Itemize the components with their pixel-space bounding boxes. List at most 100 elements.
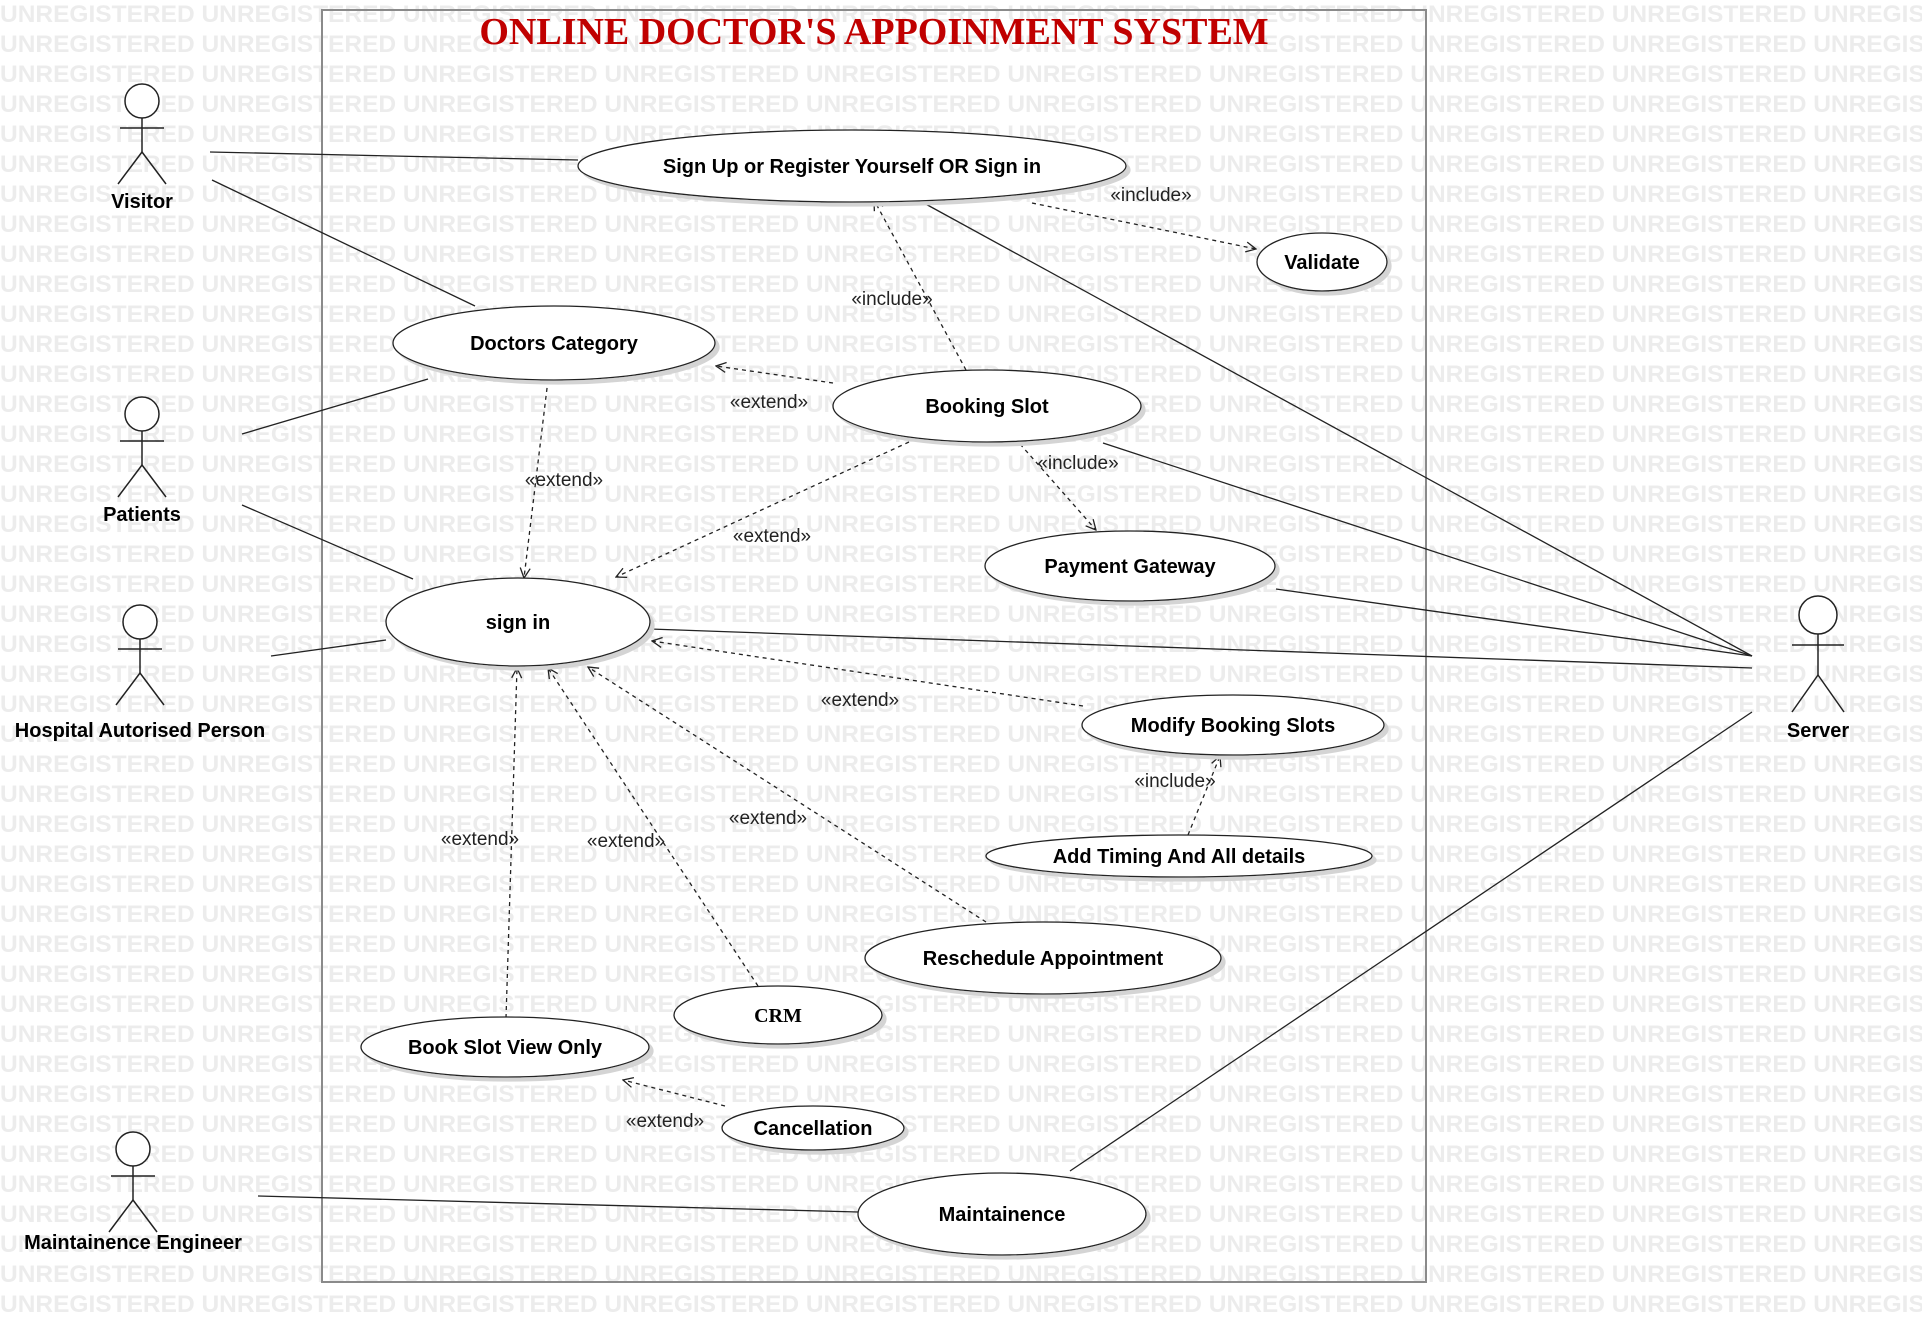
actors: Visitor Patients Hospital Autorised Pers… [15,83,1849,1254]
dep-add-modify [1187,756,1220,836]
label-extend-category-signin: «extend» [525,470,603,491]
assoc-patients-signin [241,504,414,580]
stereotype-labels: «include» «include» «extend» «extend» «e… [441,185,1216,1132]
assoc-engineer-maint [257,1195,859,1213]
actor-visitor-label: Visitor [111,191,173,213]
watermark-row: UNREGISTERED UNREGISTERED UNREGISTERED U… [0,61,1922,88]
usecase-sign-in-label: sign in [486,612,550,634]
usecase-booking-slot[interactable]: Booking Slot [832,369,1142,443]
watermark-row: UNREGISTERED UNREGISTERED UNREGISTERED U… [0,211,1922,238]
dep-booking-signup [874,200,967,371]
watermark-row: UNREGISTERED UNREGISTERED UNREGISTERED U… [0,721,1922,748]
watermark-row: UNREGISTERED UNREGISTERED UNREGISTERED U… [0,1051,1922,1078]
watermark-row: UNREGISTERED UNREGISTERED UNREGISTERED U… [0,271,1922,298]
watermark-row: UNREGISTERED UNREGISTERED UNREGISTERED U… [0,301,1922,328]
watermark-row: UNREGISTERED UNREGISTERED UNREGISTERED U… [0,91,1922,118]
usecase-validate[interactable]: Validate [1256,232,1388,292]
dep-reschedule-signin [588,667,987,923]
usecase-crm[interactable]: CRM [673,985,883,1045]
watermark-row: UNREGISTERED UNREGISTERED UNREGISTERED U… [0,601,1922,628]
usecase-book-slot-view[interactable]: Book Slot View Only [360,1016,650,1078]
watermark-row: UNREGISTERED UNREGISTERED UNREGISTERED U… [0,331,1922,358]
dep-modify-signin [652,641,1084,707]
dep-signup-validate [1031,202,1256,249]
watermark-row: UNREGISTERED UNREGISTERED UNREGISTERED U… [0,841,1922,868]
usecase-payment-gateway-label: Payment Gateway [1044,556,1216,578]
usecase-book-slot-view-label: Book Slot View Only [408,1037,603,1059]
usecase-add-timing[interactable]: Add Timing And All details [985,834,1373,878]
usecase-signup-label: Sign Up or Register Yourself OR Sign in [663,156,1041,178]
label-extend-booking-signin: «extend» [733,526,811,547]
watermark-row: UNREGISTERED UNREGISTERED UNREGISTERED U… [0,511,1922,538]
watermark-row: UNREGISTERED UNREGISTERED UNREGISTERED U… [0,1111,1922,1138]
usecase-crm-label: CRM [754,1005,802,1027]
watermark-row: UNREGISTERED UNREGISTERED UNREGISTERED U… [0,1291,1922,1318]
dep-crm-signin [548,668,759,987]
actor-engineer[interactable]: Maintainence Engineer [24,1131,242,1254]
dep-bookview-signin [505,668,517,1019]
label-include-booking-signup: «include» [851,289,932,310]
usecase-validate-label: Validate [1284,252,1360,274]
watermark-row: UNREGISTERED UNREGISTERED UNREGISTERED U… [0,541,1922,568]
actor-engineer-label: Maintainence Engineer [24,1232,242,1254]
dep-booking-category [716,366,834,384]
assoc-hospital-signin [270,639,387,657]
usecase-add-timing-label: Add Timing And All details [1053,846,1306,868]
assoc-server-booking [1102,442,1753,657]
label-extend-booking-category: «extend» [730,392,808,413]
usecase-modify-booking-label: Modify Booking Slots [1131,715,1335,737]
label-extend-modify-signin: «extend» [821,690,899,711]
watermark-row: UNREGISTERED UNREGISTERED UNREGISTERED U… [0,451,1922,478]
usecase-cancellation[interactable]: Cancellation [721,1105,905,1151]
assoc-patients-category [241,378,429,435]
usecase-doctors-category-label: Doctors Category [470,333,639,355]
usecase-doctors-category[interactable]: Doctors Category [392,305,716,381]
dep-booking-payment [1019,443,1096,530]
system-boundary [321,9,1427,1283]
usecase-reschedule[interactable]: Reschedule Appointment [864,921,1222,995]
watermark-row: UNREGISTERED UNREGISTERED UNREGISTERED U… [0,661,1922,688]
usecase-maintainence[interactable]: Maintainence [857,1172,1147,1256]
watermark-row: UNREGISTERED UNREGISTERED UNREGISTERED U… [0,481,1922,508]
dependencies [505,200,1256,1107]
use-cases: Sign Up or Register Yourself OR Sign in … [360,129,1388,1256]
dep-booking-signin [616,441,910,577]
associations [209,151,1753,1213]
label-include-booking-payment: «include» [1037,453,1118,474]
watermark-row: UNREGISTERED UNREGISTERED UNREGISTERED U… [0,1081,1922,1108]
watermark-row: UNREGISTERED UNREGISTERED UNREGISTERED U… [0,751,1922,778]
label-extend-cancel-bookview: «extend» [626,1111,704,1132]
assoc-visitor-signup [209,151,579,161]
usecase-maintainence-label: Maintainence [939,1204,1066,1226]
watermark-row: UNREGISTERED UNREGISTERED UNREGISTERED U… [0,901,1922,928]
usecase-sign-in[interactable]: sign in [385,577,651,667]
assoc-server-payment [1275,588,1753,657]
actor-server[interactable]: Server [1787,595,1849,742]
usecase-modify-booking[interactable]: Modify Booking Slots [1081,694,1385,756]
label-extend-reschedule-signin: «extend» [729,808,807,829]
actor-hospital[interactable]: Hospital Autorised Person [15,604,265,742]
watermark-row: UNREGISTERED UNREGISTERED UNREGISTERED U… [0,571,1922,598]
watermark-row: UNREGISTERED UNREGISTERED UNREGISTERED U… [0,1,1922,28]
usecase-signup[interactable]: Sign Up or Register Yourself OR Sign in [577,129,1127,203]
label-include-signup-validate: «include» [1110,185,1191,206]
dep-cancel-bookview [623,1080,726,1107]
assoc-server-signup [921,201,1753,657]
actor-hospital-label: Hospital Autorised Person [15,720,265,742]
label-extend-bookview-signin: «extend» [441,829,519,850]
watermark-row: UNREGISTERED UNREGISTERED UNREGISTERED U… [0,1141,1922,1168]
watermark-row: UNREGISTERED UNREGISTERED UNREGISTERED U… [0,991,1922,1018]
watermark-row: UNREGISTERED UNREGISTERED UNREGISTERED U… [0,811,1922,838]
label-include-add-modify: «include» [1134,771,1215,792]
usecase-payment-gateway[interactable]: Payment Gateway [984,530,1276,602]
watermark-row: UNREGISTERED UNREGISTERED UNREGISTERED U… [0,871,1922,898]
assoc-server-maint [1069,711,1753,1172]
actor-patients-label: Patients [103,504,181,526]
watermark-row: UNREGISTERED UNREGISTERED UNREGISTERED U… [0,241,1922,268]
dep-category-signin [524,379,549,578]
actor-visitor[interactable]: Visitor [111,83,173,213]
actor-patients[interactable]: Patients [103,396,181,526]
usecase-reschedule-label: Reschedule Appointment [923,948,1164,970]
